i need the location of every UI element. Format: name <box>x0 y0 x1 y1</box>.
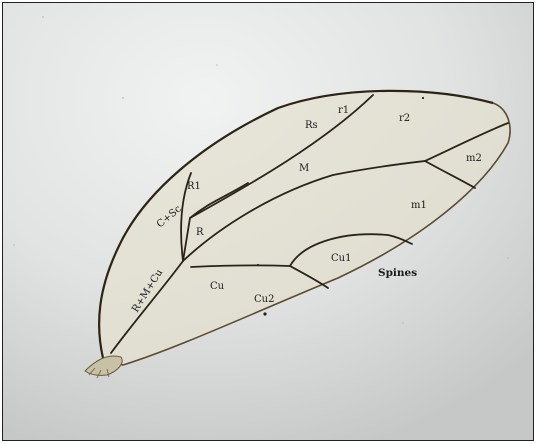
label-R: R <box>196 227 204 238</box>
label-cu1: Cu1 <box>331 253 351 264</box>
label-m: M <box>299 163 309 174</box>
label-m2: m2 <box>466 153 482 164</box>
label-spines: Spines <box>378 267 417 279</box>
label-r1: r1 <box>338 105 349 116</box>
label-R1: R1 <box>187 181 201 192</box>
label-rs: Rs <box>305 120 318 131</box>
label-m1: m1 <box>411 200 427 211</box>
wing-micrograph: r1 Rs r2 M m2 R1 C+Sc m1 R Cu1 Spines R+… <box>3 3 533 440</box>
label-cu: Cu <box>210 281 225 292</box>
label-r2: r2 <box>399 113 410 124</box>
label-cu2: Cu2 <box>254 294 274 305</box>
